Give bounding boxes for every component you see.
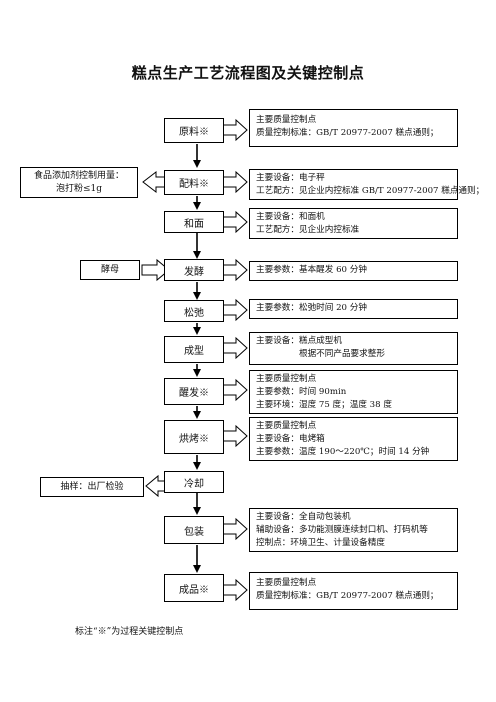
diagram-title: 糕点生产工艺流程图及关键控制点: [131, 64, 365, 82]
info-arrows: [141, 118, 248, 602]
info-line: 主要设备：电烤箱: [256, 434, 325, 444]
info-line: 主要环境：湿度 75 度；温度 38 度: [256, 400, 392, 410]
info-line: 主要参数：时间 90min: [256, 387, 347, 397]
info-line: 工艺配方：见企业内控标准: [256, 225, 360, 235]
step-raw-material: 原料※: [164, 118, 224, 143]
hollow-arrow-right-10: [222, 578, 248, 602]
info-line: 根据不同产品要求整形: [256, 349, 385, 359]
info-line: 主要设备：电子秤: [256, 173, 325, 183]
sampling-box: 抽样：出厂检验: [40, 477, 144, 497]
footnote: 标注“※”为过程关键控制点: [75, 627, 184, 637]
info-finished-product: 主要质量控制点 质量控制标准：GB/T 20977-2007 糕点通则；: [249, 572, 458, 610]
info-batching: 主要设备：电子秤 工艺配方：见企业内控标准 GB/T 20977-2007 糕点…: [249, 169, 485, 200]
additive-control-label: 食品添加剂控制用量：: [33, 170, 124, 181]
hollow-arrow-right-4: [222, 258, 248, 282]
step-cooling: 冷却: [164, 471, 224, 493]
info-packaging: 主要设备：全自动包装机 辅助设备：多功能测膜连续封口机、打码机等 控制点：环境卫…: [249, 508, 458, 552]
hollow-arrow-right-8: [222, 424, 248, 448]
additive-control-value: 泡打粉≤1g: [55, 183, 103, 194]
info-line: 辅助设备：多功能测膜连续封口机、打码机等: [256, 525, 428, 535]
step-fermentation: 发酵: [164, 259, 224, 281]
hollow-arrow-right-9: [222, 517, 248, 541]
hollow-arrow-yeast: [141, 258, 170, 282]
info-line: 主要设备：糕点成型机: [256, 336, 342, 346]
step-dough-mixing: 和面: [164, 211, 224, 233]
info-line: 主要设备：全自动包装机: [256, 512, 351, 522]
step-proofing: 醒发※: [164, 378, 224, 405]
info-line: 主要质量控制点: [256, 115, 317, 125]
hollow-arrow-right-2: [222, 170, 248, 194]
info-line: 主要参数：基本醒发 60 分钟: [256, 265, 367, 275]
info-line: 主要质量控制点: [256, 374, 317, 384]
hollow-arrow-right-7: [222, 378, 248, 402]
step-relaxing: 松弛: [164, 300, 224, 322]
info-dough-mixing: 主要设备：和面机 工艺配方：见企业内控标准: [249, 208, 458, 239]
info-line: 主要质量控制点: [256, 421, 317, 431]
hollow-arrow-right-1: [222, 118, 248, 142]
info-line: 主要质量控制点: [256, 578, 317, 588]
step-shaping: 成型: [164, 336, 224, 363]
step-baking: 烘烤※: [164, 420, 224, 454]
hollow-arrow-right-3: [222, 210, 248, 234]
info-line: 质量控制标准：GB/T 20977-2007 糕点通则；: [256, 128, 439, 138]
info-line: 质量控制标准：GB/T 20977-2007 糕点通则；: [256, 591, 439, 601]
yeast-box: 酵母: [80, 260, 140, 280]
info-line: 工艺配方：见企业内控标准 GB/T 20977-2007 糕点通则；: [256, 186, 485, 196]
info-proofing: 主要质量控制点 主要参数：时间 90min 主要环境：湿度 75 度；温度 38…: [249, 370, 458, 414]
info-line: 控制点：环境卫生、计量设备精度: [256, 538, 385, 548]
additive-control-box: 食品添加剂控制用量： 泡打粉≤1g: [20, 167, 138, 198]
info-line: 主要参数：松弛时间 20 分钟: [256, 303, 367, 313]
step-packaging: 包装: [164, 516, 224, 544]
info-shaping: 主要设备：糕点成型机 根据不同产品要求整形: [249, 332, 458, 365]
hollow-arrow-right-6: [222, 336, 248, 360]
info-line: 主要设备：和面机: [256, 212, 325, 222]
hollow-arrow-right-5: [222, 298, 248, 322]
info-raw-material: 主要质量控制点 质量控制标准：GB/T 20977-2007 糕点通则；: [249, 109, 458, 147]
step-batching: 配料※: [164, 170, 224, 195]
step-finished-product: 成品※: [164, 574, 224, 602]
info-line: 主要参数：温度 190～220℃；时间 14 分钟: [256, 447, 430, 457]
info-fermentation: 主要参数：基本醒发 60 分钟: [249, 261, 458, 281]
info-baking: 主要质量控制点 主要设备：电烤箱 主要参数：温度 190～220℃；时间 14 …: [249, 417, 458, 461]
info-relaxing: 主要参数：松弛时间 20 分钟: [249, 299, 458, 319]
